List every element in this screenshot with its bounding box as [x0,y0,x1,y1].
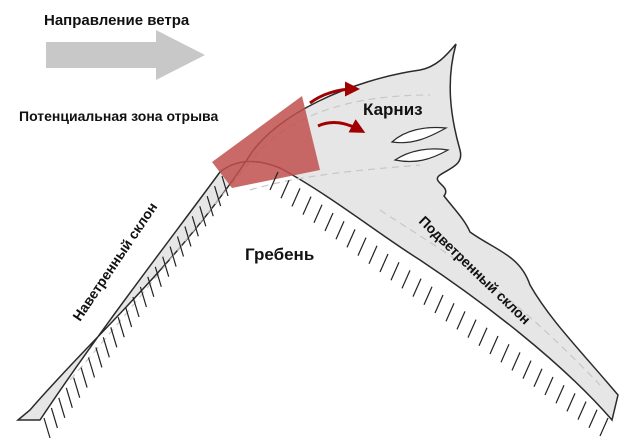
hatch-line [169,246,177,267]
hatch-line [269,171,279,191]
hatch-line [434,294,444,314]
hatch-line [132,296,140,318]
hatch-line [43,417,51,439]
hatch-line [221,175,229,197]
hatch-line [335,220,345,240]
ridge-label: Гребень [245,245,314,264]
hatch-line [199,206,207,227]
wind-direction-label: Направление ветра [44,12,190,29]
hatch-line [302,196,312,215]
cornice-crack-lower [393,148,450,163]
hatch-line [533,368,543,388]
hatch-line [577,401,587,420]
hatch-line [65,387,73,408]
hatch-line [154,266,162,287]
hatch-line [456,311,466,330]
fracture-zone-label: Потенциальная зона отрыва [19,108,218,124]
hatch-line [324,212,334,232]
fracture-zone [212,96,320,188]
hatch-line [162,256,170,277]
hatch-line [280,179,290,199]
hatch-line [599,417,609,437]
hatch-line [73,377,81,398]
cornice-label: Карниз [363,100,423,119]
hatch-line [368,245,378,265]
hatch-line [117,317,125,338]
hatch-line [139,286,147,308]
hatch-line [555,384,565,404]
wind-direction-arrow-icon [46,30,205,80]
hatch-line [291,188,301,207]
ground-hatching-left [43,175,229,439]
hatch-line [313,204,323,224]
hatch-line [522,360,532,379]
hatch-line [176,236,185,257]
hatch-line [566,393,576,412]
hatch-line [102,337,110,358]
hatch-line [50,407,58,429]
hatch-line [500,343,510,363]
hatch-line [191,216,199,237]
hatch-line [214,185,222,207]
hatch-line [511,352,521,371]
hatch-line [357,237,367,256]
hatch-line [58,397,66,418]
hatch-line [87,357,96,378]
windward-slope-label: Наветренный склон [69,199,160,323]
hatch-line [478,327,488,347]
hatch-line [110,327,118,348]
hatch-line [390,261,400,281]
ground-hatching-right [269,171,609,437]
hatch-line [489,335,499,355]
hatch-line [445,302,455,322]
snow-layer [15,43,619,422]
hatch-line [125,306,133,328]
flow-arrows-icon [309,81,366,133]
hatch-line [80,367,88,388]
hatch-line [147,276,155,297]
hatch-line [184,226,192,247]
hatch-line [401,270,411,289]
hatch-line [206,196,214,217]
hatch-line [588,409,598,429]
hatch-line [544,376,554,396]
hatch-line [379,253,389,273]
hatch-line [467,319,477,338]
cornice-crack-upper [390,126,448,144]
hatch-line [412,278,422,297]
hatch-line [95,347,103,368]
hatch-line [423,286,433,306]
hatch-line [346,229,356,248]
